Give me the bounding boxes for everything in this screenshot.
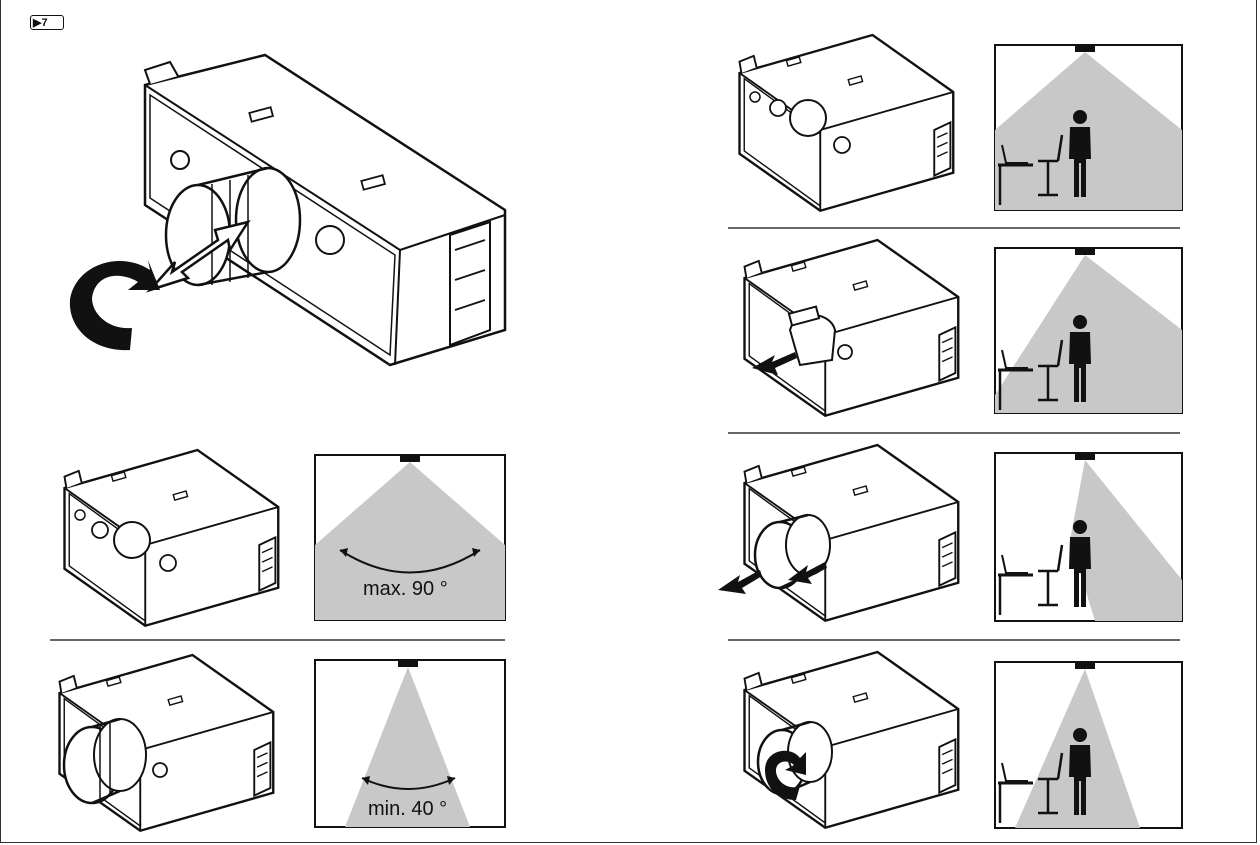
lamp-sensor-icon [1075,45,1095,52]
detection-cone-icon [1070,460,1182,621]
sensor-module-icon [738,33,955,212]
push-pull-arrow-icon [718,570,762,594]
lamp-sensor-icon [1075,662,1095,669]
wide-angle-panel: max. 90 ° [314,454,506,621]
scene-panel-3 [994,452,1183,622]
scene-panel-2 [994,247,1183,414]
wide-angle-label: max. 90 ° [363,578,448,600]
rotate-arrow-icon [765,750,806,800]
rotate-arrow-icon [69,260,160,351]
sensor-module-icon [743,238,960,417]
push-pull-arrow-icon [752,352,797,375]
lamp-sensor-icon [398,660,418,667]
detection-cone-icon [315,462,505,620]
figure-reference-badge: ▶7 [30,15,64,30]
lamp-sensor-icon [1075,453,1095,460]
large-sensor-module-illustration [69,53,507,367]
detection-cone-icon [345,667,470,827]
scene-panel-4 [994,661,1183,829]
push-pull-arrow-icon [146,220,251,293]
lamp-sensor-icon [400,455,420,462]
lamp-sensor-icon [1075,248,1095,255]
narrow-angle-label: min. 40 ° [368,798,447,820]
scene-panel-1 [994,44,1183,211]
narrow-angle-panel: min. 40 ° [314,659,506,828]
